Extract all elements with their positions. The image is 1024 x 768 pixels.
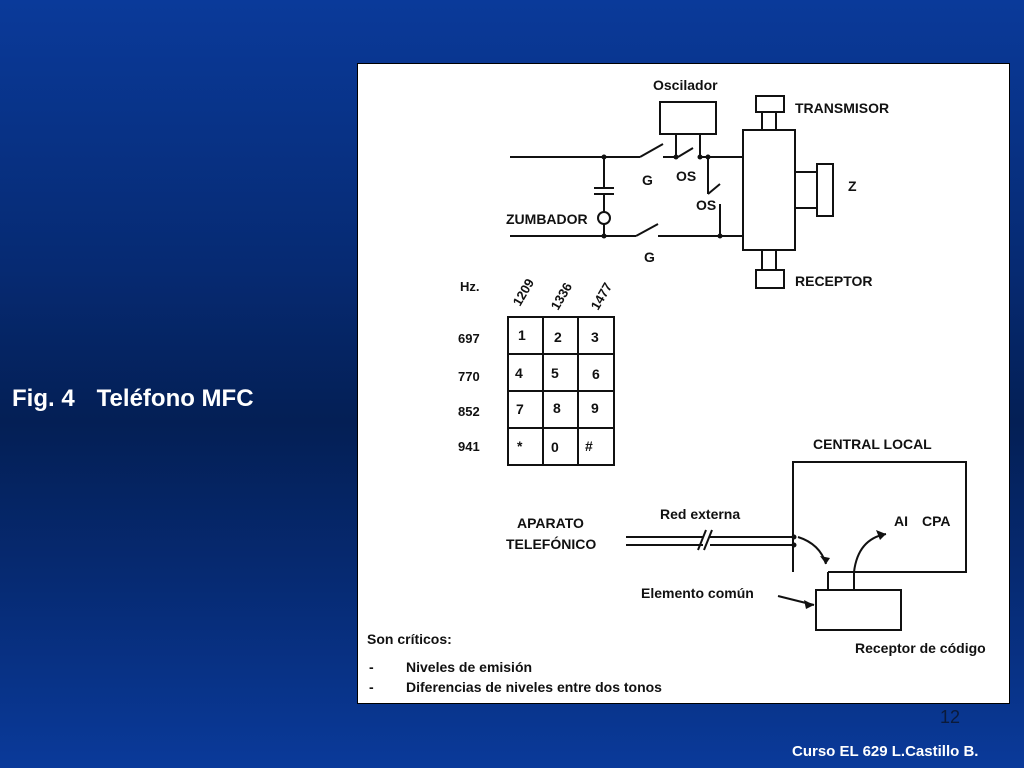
row-770: 770 <box>458 369 480 384</box>
key-1: 1 <box>518 327 526 343</box>
switch-os-mid <box>707 183 721 195</box>
receptor-label: RECEPTOR <box>795 273 873 289</box>
mfc-diagram: Oscilador TRANSMISOR RECEPTOR Z G OS OS … <box>367 77 986 695</box>
row-941: 941 <box>458 439 480 454</box>
key-7: 7 <box>516 401 524 417</box>
note-bullet-2: - <box>369 679 374 695</box>
key-9: 9 <box>591 400 599 416</box>
col-1477: 1477 <box>588 280 615 313</box>
arrow-in <box>797 536 827 565</box>
diagram-panel: Oscilador TRANSMISOR RECEPTOR Z G OS OS … <box>357 63 1010 704</box>
note-text-2: Diferencias de niveles entre dos tonos <box>406 679 662 695</box>
arrowhead-out <box>876 530 886 540</box>
red-externa-label: Red externa <box>660 506 740 522</box>
central-local-label: CENTRAL LOCAL <box>813 436 932 452</box>
receiver-cap <box>755 269 785 289</box>
footer-credit: Curso EL 629 L.Castillo B. <box>792 743 979 760</box>
key-8: 8 <box>553 400 561 416</box>
key-hash: # <box>585 438 593 454</box>
key-6: 6 <box>592 366 600 382</box>
g-top-label: G <box>642 172 653 188</box>
figure-title: Fig. 4 Teléfono MFC <box>12 385 254 413</box>
key-5: 5 <box>551 365 559 381</box>
figure-caption: Teléfono MFC <box>96 385 254 412</box>
transmisor-label: TRANSMISOR <box>795 100 889 116</box>
key-0: 0 <box>551 439 559 455</box>
notes-heading: Son críticos: <box>367 631 452 647</box>
pointer-arrowhead <box>804 600 814 609</box>
hz-label: Hz. <box>460 279 480 294</box>
aparato-label-1: APARATO <box>517 515 584 531</box>
col-1336: 1336 <box>548 280 575 313</box>
key-3: 3 <box>591 329 599 345</box>
zumbador-label: ZUMBADOR <box>506 211 588 227</box>
zumbador-symbol <box>597 211 611 225</box>
oscilador-label: Oscilador <box>653 77 718 93</box>
switch-g-top <box>639 143 664 158</box>
col-1209: 1209 <box>510 276 537 309</box>
aparato-label-2: TELEFÓNICO <box>506 535 596 552</box>
os-top-label: OS <box>676 168 696 184</box>
ai-label: AI <box>894 513 908 529</box>
note-bullet-1: - <box>369 659 374 675</box>
central-local-box <box>792 461 967 573</box>
note-text-1: Niveles de emisión <box>406 659 532 675</box>
transmitter-cap <box>755 95 785 113</box>
z-label: Z <box>848 178 857 194</box>
code-receiver-box <box>815 589 902 631</box>
cpa-label: CPA <box>922 513 951 529</box>
arrow-out <box>853 533 887 573</box>
os-mid-label: OS <box>696 197 716 213</box>
oscillator-box <box>659 101 717 135</box>
elemento-comun-label: Elemento común <box>641 585 754 601</box>
row-697: 697 <box>458 331 480 346</box>
slide-number: 12 <box>940 707 961 727</box>
arrowhead-in <box>820 556 830 564</box>
key-star: * <box>517 438 523 454</box>
handset-body <box>742 129 796 251</box>
key-4: 4 <box>515 365 523 381</box>
impedance-z <box>816 163 834 217</box>
g-bottom-label: G <box>644 249 655 265</box>
switch-g-bottom <box>635 223 659 237</box>
key-2: 2 <box>554 329 562 345</box>
switch-os-top <box>677 147 694 158</box>
figure-number: Fig. 4 <box>12 385 75 412</box>
row-852: 852 <box>458 404 480 419</box>
receptor-codigo-label: Receptor de código <box>855 640 986 656</box>
